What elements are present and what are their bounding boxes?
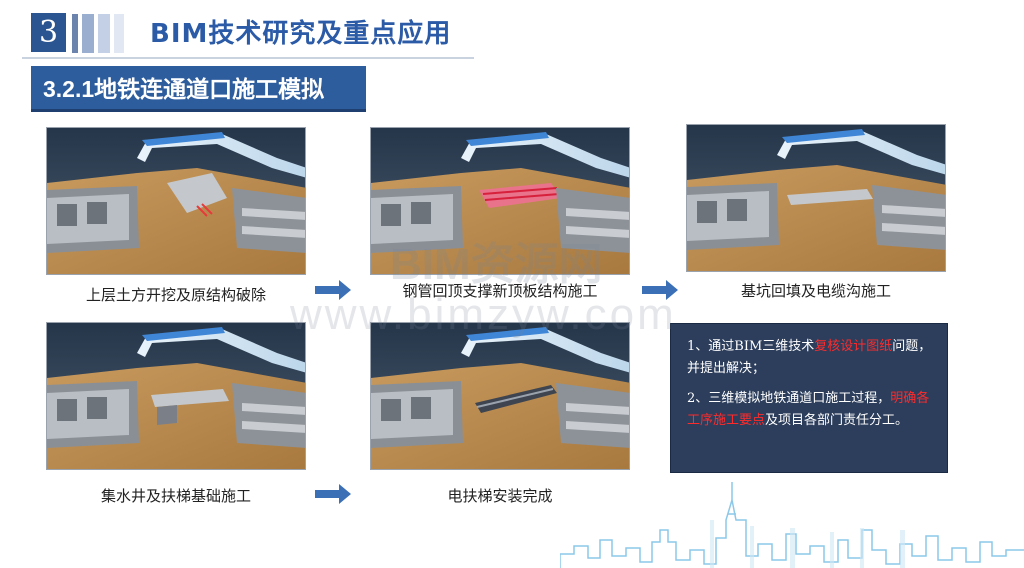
section-number: 3	[38, 15, 59, 50]
construction-step-image-3	[686, 124, 946, 272]
construction-step-image-1	[46, 127, 306, 275]
arrow-right-icon	[315, 484, 351, 504]
construction-step-image-4	[46, 322, 306, 470]
section-subtitle: 3.2.1地铁连通道口施工模拟	[31, 66, 366, 112]
note-highlight-2: 明确各工序施工要点	[687, 391, 930, 428]
note-item-2: 2、三维模拟地铁通道口施工过程，明确各工序施工要点及项目各部门责任分工。	[687, 391, 930, 428]
header-bar-4	[114, 14, 124, 53]
watermark-url: www.bimzyw.com	[290, 290, 677, 339]
construction-step-image-5	[370, 322, 630, 470]
city-skyline-decoration	[560, 482, 1024, 568]
step-caption-4: 集水井及扶梯基础施工	[100, 487, 251, 505]
page-title: BIM技术研究及重点应用	[150, 19, 452, 49]
arrow-right-icon	[642, 280, 678, 300]
step-caption-3: 基坑回填及电缆沟施工	[740, 282, 891, 300]
watermark-text: BIM资源网	[390, 240, 603, 289]
title-divider	[22, 57, 474, 59]
note-item-1: 1、通过BIM三维技术复核设计图纸问题，并提出解决；	[687, 339, 932, 376]
header-bar-2	[82, 14, 94, 53]
note-highlight-1: 复核设计图纸	[814, 339, 893, 354]
notes-box: 1、通过BIM三维技术复核设计图纸问题，并提出解决； 2、三维模拟地铁通道口施工…	[670, 323, 948, 473]
header-bar-1	[72, 14, 78, 53]
step-caption-1: 上层土方开挖及原结构破除	[85, 286, 266, 304]
step-caption-5: 电扶梯安装完成	[447, 487, 553, 505]
step-caption-2: 钢管回顶支撑新顶板结构施工	[402, 282, 598, 300]
header-bar-3	[98, 14, 110, 53]
arrow-right-icon	[315, 280, 351, 300]
section-number-badge: 3	[31, 13, 66, 52]
construction-step-image-2	[370, 127, 630, 275]
